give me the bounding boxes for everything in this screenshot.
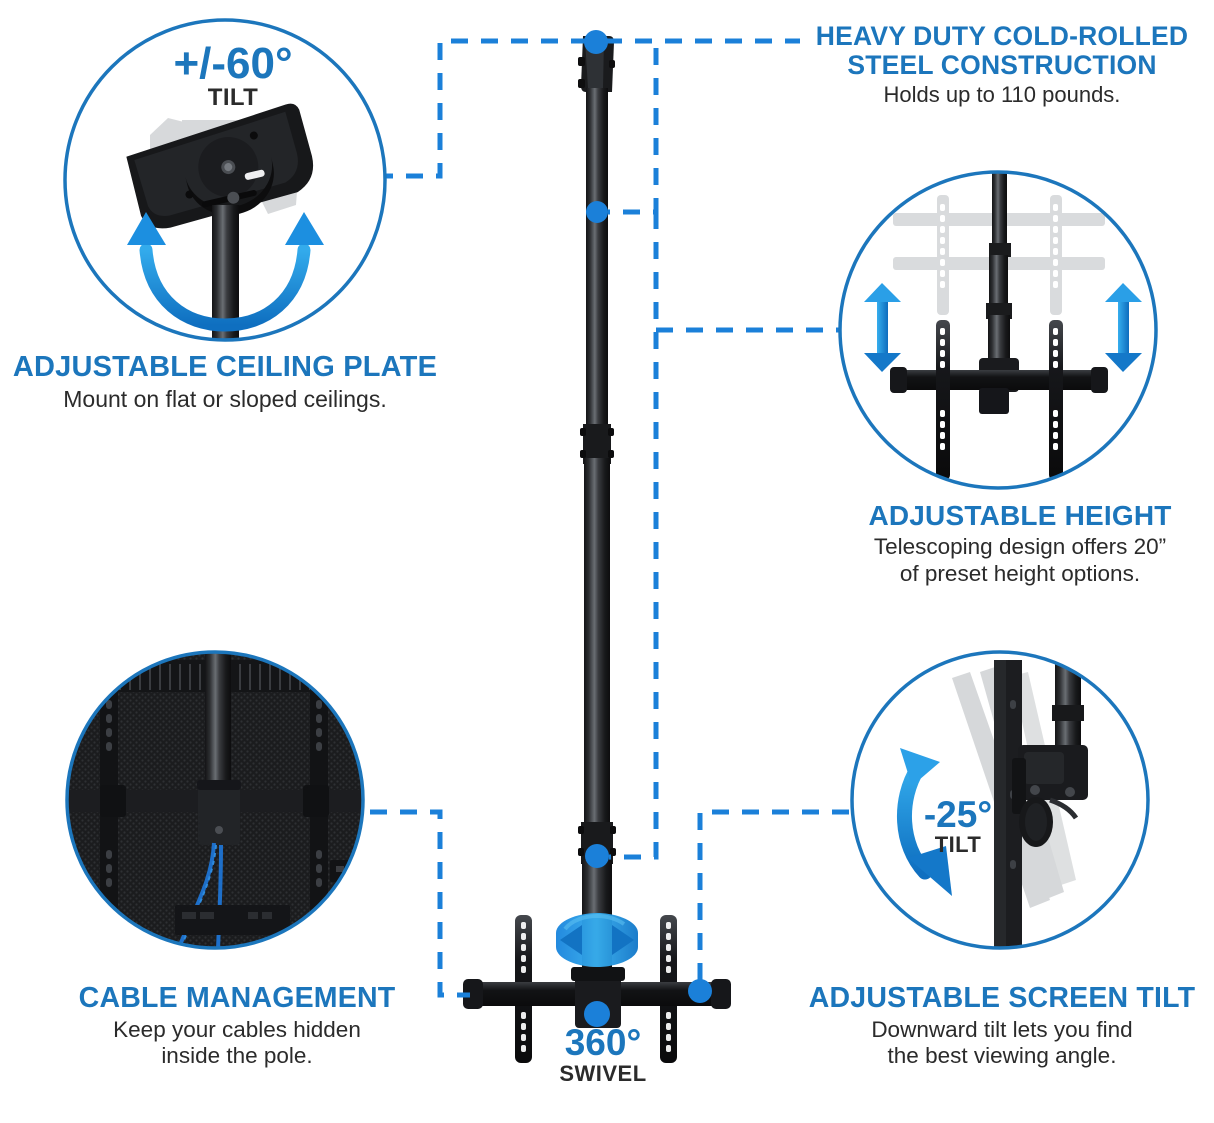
connector-steel-drop (608, 48, 659, 215)
swivel-word: SWIVEL (559, 1061, 647, 1086)
swivel-label: 360° SWIVEL (503, 1024, 703, 1087)
callout-adjustable-height: ADJUSTABLE HEIGHT Telescoping design off… (826, 500, 1214, 587)
connector-ceiling-plate (386, 38, 588, 179)
callout-title-height: ADJUSTABLE HEIGHT (868, 500, 1172, 531)
pole-middle-segment (584, 458, 610, 828)
callout-title-steel: HEAVY DUTY COLD-ROLLED STEEL CONSTRUCTIO… (815, 21, 1189, 80)
pole-joint-upper (580, 424, 614, 464)
circle-screen-tilt (850, 650, 1150, 950)
callout-title-cable: CABLE MANAGEMENT (78, 982, 396, 1014)
cable-pole (205, 652, 231, 795)
badge-tilt-25: -25° TILT (888, 794, 1028, 858)
callout-title-ceiling-plate: ADJUSTABLE CEILING PLATE (12, 351, 438, 383)
badge-tilt-60-value: +/-60° (173, 39, 293, 88)
callout-cable-management: CABLE MANAGEMENT Keep your cables hidden… (22, 983, 452, 1070)
connector-spine (609, 212, 659, 860)
tv-mount-bracket (463, 915, 731, 1063)
circle-adjustable-height (838, 170, 1158, 490)
callout-adjustable-screen-tilt: ADJUSTABLE SCREEN TILT Downward tilt let… (790, 983, 1214, 1070)
callout-subtitle-screen-tilt: Downward tilt lets you find the best vie… (871, 1016, 1133, 1069)
callout-title-screen-tilt: ADJUSTABLE SCREEN TILT (808, 982, 1196, 1014)
callout-subtitle-height: Telescoping design offers 20” of preset … (873, 534, 1167, 586)
hotspot-dot-ceiling-plate (584, 30, 608, 54)
bracket-current-position (890, 320, 1108, 480)
circle-ceiling-plate (63, 18, 387, 342)
badge-tilt-25-label: TILT (934, 832, 982, 858)
callout-subtitle-cable: Keep your cables hidden inside the pole. (113, 1016, 361, 1069)
connector-lines (370, 38, 878, 998)
tilt-head-housing (1012, 745, 1088, 847)
hotspot-dot-screen-tilt (688, 979, 712, 1003)
connector-screen-tilt (697, 809, 878, 980)
ceiling-plate-body (126, 103, 314, 229)
callout-adjustable-ceiling-plate: ADJUSTABLE CEILING PLATE Mount on flat o… (0, 351, 450, 413)
callout-subtitle-ceiling-plate: Mount on flat or sloped ceilings. (63, 386, 387, 413)
tilt-arrow-down (896, 748, 952, 896)
badge-tilt-60: +/-60° TILT (118, 39, 348, 112)
blue-cables (176, 842, 223, 948)
hotspot-dot-cable (585, 844, 609, 868)
connector-cable (370, 809, 470, 998)
swivel-ring-arrow (556, 913, 638, 967)
hotspot-dot-swivel (584, 1001, 610, 1027)
badge-tilt-25-value: -25° (923, 794, 993, 835)
cable-housing (198, 785, 240, 845)
pole-upper-segment (586, 88, 608, 458)
height-arrows (864, 283, 1142, 372)
callout-subtitle-steel: Holds up to 110 pounds. (883, 82, 1121, 108)
circle-cable-management (65, 650, 365, 950)
swivel-degrees: 360° (564, 1022, 642, 1063)
badge-tilt-60-label: TILT (207, 84, 259, 112)
hotspot-dot-steel (586, 201, 608, 223)
callout-heavy-duty-steel: HEAVY DUTY COLD-ROLLED STEEL CONSTRUCTIO… (790, 22, 1214, 108)
